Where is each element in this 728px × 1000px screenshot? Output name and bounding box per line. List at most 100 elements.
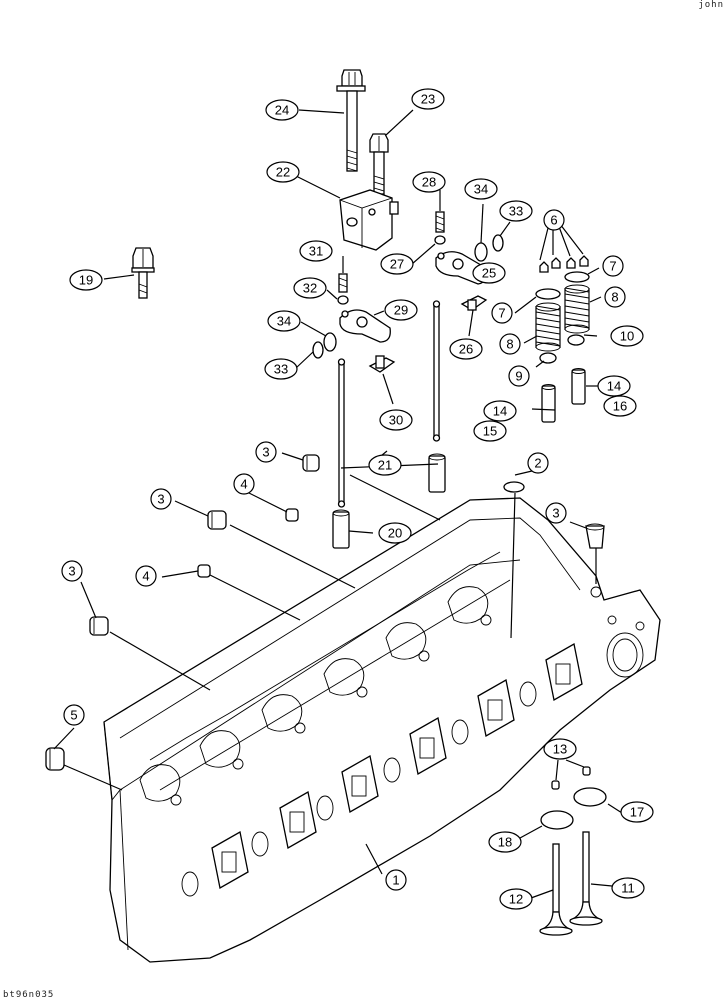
callout-circle: [604, 286, 626, 308]
part-32-nut: [337, 295, 349, 305]
callout-c7a: 7: [602, 255, 624, 277]
part-14-valve-guide-right: [571, 368, 586, 405]
callout-circle: [265, 99, 299, 121]
callout-c20: 20: [378, 522, 412, 544]
callout-circle: [378, 522, 412, 544]
rocker-cover-gasket-outline: [149, 551, 511, 791]
callout-circle: [299, 240, 333, 262]
part-23-short-bolt: [369, 133, 389, 195]
callout-circle: [491, 302, 513, 324]
callout-label: 34: [474, 182, 488, 197]
callout-label: 3: [68, 564, 75, 579]
callout-circle: [412, 171, 446, 193]
callout-label: 12: [509, 892, 523, 907]
callout-circle: [620, 801, 654, 823]
callout-c21: 21: [368, 454, 402, 476]
drawing-number: bt96n035: [3, 990, 55, 1000]
callout-label: 8: [506, 337, 513, 352]
part-22-rocker-pedestal: [339, 189, 399, 251]
callout-c13: 13: [543, 738, 577, 760]
callout-circle: [379, 409, 413, 431]
callout-c1: 1: [385, 869, 407, 891]
callout-label: 17: [630, 805, 644, 820]
part-5-plug: [45, 747, 65, 771]
part-4-plug-b: [197, 564, 211, 578]
part-8-valve-spring-left: [535, 302, 561, 352]
part-31-adjusting-screw: [338, 273, 348, 293]
callout-label: 7: [609, 259, 616, 274]
callout-c34a: 34: [464, 178, 498, 200]
callout-label: 24: [275, 103, 289, 118]
callout-circle: [266, 161, 300, 183]
callout-circle: [488, 831, 522, 853]
callout-circle: [368, 454, 402, 476]
part-10-valve-seal: [567, 334, 585, 346]
part-3-plug-c: [585, 523, 605, 549]
callout-c4a: 4: [233, 473, 255, 495]
callout-circle: [464, 178, 498, 200]
callout-label: 11: [621, 881, 635, 896]
callout-c8a: 8: [604, 286, 626, 308]
callout-c6: 6: [543, 209, 565, 231]
callout-c4b: 4: [135, 565, 157, 587]
callout-circle: [545, 502, 567, 524]
callout-circle: [508, 365, 530, 387]
part-7-retainer-left: [535, 288, 561, 300]
callout-label: 33: [509, 204, 523, 219]
part-7-retainer-right: [564, 271, 590, 283]
callout-c11: 11: [611, 877, 645, 899]
callout-c22: 22: [266, 161, 300, 183]
callout-label: 29: [394, 303, 408, 318]
callout-c17: 17: [620, 801, 654, 823]
callout-c31: 31: [299, 240, 333, 262]
part-28-adjusting-screw: [435, 211, 445, 233]
callout-circle: [473, 420, 507, 442]
part-3-plug-d: [89, 616, 109, 636]
callout-c8b: 8: [499, 333, 521, 355]
callout-circle: [385, 869, 407, 891]
part-24-long-bolt: [336, 69, 366, 172]
callout-label: 14: [493, 404, 507, 419]
part-9-valve-seal: [539, 352, 557, 364]
callout-label: 13: [553, 742, 567, 757]
callout-circle: [293, 277, 327, 299]
part-21-push-rods: [337, 300, 441, 508]
callout-label: 20: [388, 526, 402, 541]
part-27-nut: [434, 235, 446, 245]
callout-label: 1: [392, 873, 399, 888]
leader-lines: [53, 109, 623, 899]
callout-label: 4: [240, 477, 247, 492]
callout-label: 26: [459, 342, 473, 357]
callout-circle: [69, 269, 103, 291]
callout-label: 6: [550, 213, 557, 228]
callout-c12: 12: [499, 888, 533, 910]
part-1-cylinder-head: [103, 497, 661, 963]
callout-label: 30: [389, 413, 403, 428]
callout-circle: [384, 299, 418, 321]
part-2-o-ring: [503, 481, 525, 493]
part-30-socket: [368, 355, 396, 373]
callout-label: 33: [274, 362, 288, 377]
callout-label: 16: [613, 399, 627, 414]
callout-c3d: 3: [61, 560, 83, 582]
callout-circle: [603, 395, 637, 417]
part-12-intake-valve: [539, 843, 573, 936]
callout-circle: [597, 375, 631, 397]
callout-circle: [135, 565, 157, 587]
part-17-seal-ring: [573, 787, 607, 807]
callout-label: 5: [70, 708, 77, 723]
callout-c19: 19: [69, 269, 103, 291]
callout-circle: [233, 473, 255, 495]
drawing-tag-top: john: [698, 0, 724, 10]
callout-circle: [499, 333, 521, 355]
callout-c3b: 3: [150, 488, 172, 510]
callout-circle: [255, 441, 277, 463]
callout-label: 3: [552, 506, 559, 521]
callout-c5: 5: [63, 704, 85, 726]
callout-label: 7: [498, 306, 505, 321]
part-19-bolt: [131, 247, 155, 299]
callout-circle: [483, 400, 517, 422]
callout-label: 22: [276, 165, 290, 180]
head-side-bosses: [181, 681, 537, 897]
callout-circle: [449, 338, 483, 360]
